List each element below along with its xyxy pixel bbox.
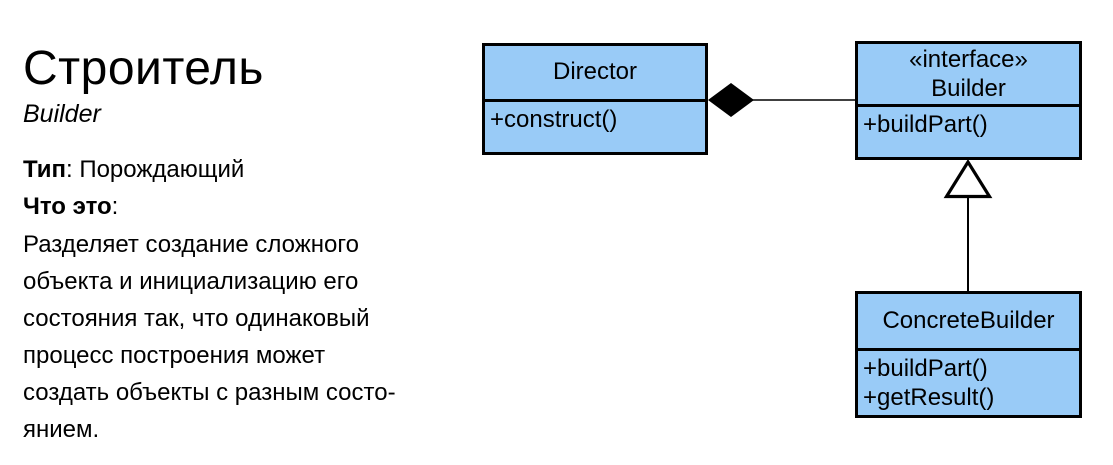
class-concretebuilder-methods: +buildPart() +getResult() bbox=[863, 355, 995, 411]
page-subtitle: Builder bbox=[23, 99, 101, 128]
realization-triangle-icon bbox=[943, 158, 993, 199]
class-director-name: Director bbox=[485, 46, 705, 102]
pattern-what-line: Что это: bbox=[23, 188, 453, 225]
class-concretebuilder-name: ConcreteBuilder bbox=[858, 294, 1079, 351]
page-title: Строитель bbox=[23, 42, 264, 95]
class-builder-methods: +buildPart() bbox=[863, 111, 988, 138]
composition-diamond-icon bbox=[708, 83, 754, 117]
class-builder-interface: «interface» Builder +buildPart() bbox=[855, 41, 1082, 160]
class-concretebuilder: ConcreteBuilder +buildPart() +getResult(… bbox=[855, 291, 1082, 418]
pattern-meta: Тип: Порождающий Что это: bbox=[23, 151, 453, 225]
class-director-methods: +construct() bbox=[490, 106, 618, 133]
pattern-type-line: Тип: Порождающий bbox=[23, 151, 453, 188]
pattern-description: Разделяет создание сложного объекта и ин… bbox=[23, 230, 396, 443]
pattern-type-value: : Порождающий bbox=[66, 155, 245, 183]
class-director: Director +construct() bbox=[482, 43, 708, 155]
pattern-what-colon: : bbox=[111, 192, 119, 220]
pattern-type-label: Тип bbox=[23, 155, 66, 183]
class-builder-title: «interface» Builder bbox=[858, 44, 1079, 107]
pattern-what-label: Что это bbox=[23, 192, 112, 220]
class-builder-stereotype: «interface» bbox=[909, 46, 1028, 73]
class-builder-name: Builder bbox=[931, 75, 1006, 102]
pattern-info-panel: Строитель Builder Тип: Порождающий Что э… bbox=[23, 42, 453, 448]
